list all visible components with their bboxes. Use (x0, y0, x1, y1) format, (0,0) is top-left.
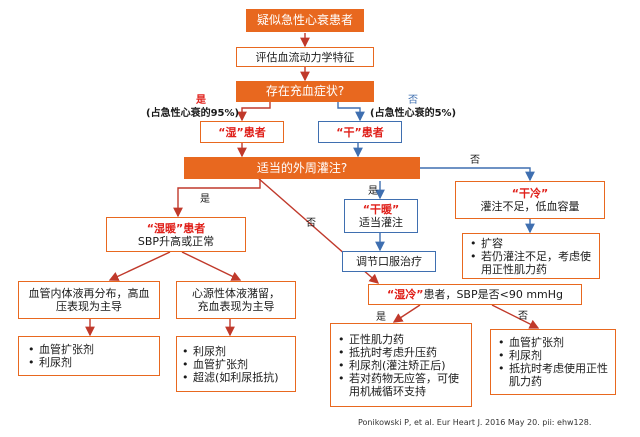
cold-dry-treatment-list: 扩容 若仍灌注不足，考虑使用正性肌力药 (463, 237, 599, 276)
node-congestion-question: 存在充血症状? (236, 81, 374, 102)
node-assess: 评估血流动力学特征 (236, 47, 374, 67)
node-cold-dry-list: 扩容 若仍灌注不足，考虑使用正性肌力药 (462, 233, 600, 279)
list-item: 若仍灌注不足，考虑使用正性肌力药 (470, 250, 599, 276)
label-dry-percent: (占急性心衰的5%) (370, 108, 457, 119)
label-yes-warm-dry: 是 (368, 186, 378, 197)
list-item: 抵抗时考虑使用正性肌力药 (498, 362, 613, 388)
node-vascular: 血管内体液再分布，高血压表现为主导 (18, 281, 160, 319)
list-item: 超滤(如利尿抵抗) (182, 371, 279, 384)
node-warm-wet: “湿暖”患者 SBP升高或正常 (106, 217, 246, 252)
label-wet-percent: (占急性心衰的95%) (146, 108, 240, 119)
list-item: 利尿剂 (182, 345, 279, 358)
normal-sbp-treatment-list: 血管扩张剂 利尿剂 抵抗时考虑使用正性肌力药 (491, 336, 613, 388)
dry-word: “干” (336, 125, 362, 139)
label-no-cold-wet: 否 (306, 218, 316, 229)
node-suspect: 疑似急性心衰患者 (246, 9, 364, 32)
cold-wet-tail: 患者，SBP是否<90 mmHg (423, 288, 564, 301)
node-adjust-oral: 调节口服治疗 (342, 251, 436, 272)
wet-tail: 患者 (243, 125, 266, 139)
list-item: 抵抗时考虑升压药 (338, 346, 469, 359)
node-perfusion-question: 适当的外周灌注? (184, 157, 420, 179)
arrow-perfusion-warmwet (173, 178, 261, 218)
warm-wet-title: “湿暖” (146, 221, 184, 235)
citation: Ponikowski P, et al. Eur Heart J. 2016 M… (358, 418, 592, 427)
node-cold-dry: “干冷” 灌注不足，低血容量 (455, 181, 605, 219)
cold-wet-word: “湿冷” (386, 288, 424, 301)
low-sbp-treatment-list: 正性肌力药 抵抗时考虑升压药 利尿剂(灌注矫正后) 若对药物无应答，可使用机械循… (331, 333, 469, 398)
label-no-normal-sbp: 否 (518, 311, 528, 322)
list-item: 正性肌力药 (338, 333, 469, 346)
warm-dry-title: “干暖” (362, 203, 400, 216)
warm-wet-title-tail: 患者 (183, 221, 206, 235)
list-item: 血管扩张剂 (28, 343, 94, 356)
list-item: 利尿剂 (498, 349, 613, 362)
arrow-warmwet-cardiac (181, 251, 242, 281)
node-dry: “干”患者 (318, 121, 402, 143)
list-item: 若对药物无应答，可使用机械循环支持 (338, 372, 469, 398)
list-item: 利尿剂(灌注矫正后) (338, 359, 469, 372)
cardiac-treatment-list: 利尿剂 血管扩张剂 超滤(如利尿抵抗) (177, 345, 279, 384)
label-yes-warm-wet: 是 (200, 194, 210, 205)
list-item: 血管扩张剂 (182, 358, 279, 371)
vascular-treatment-list: 血管扩张剂 利尿剂 (19, 343, 94, 369)
arrow-congestion-dry (337, 102, 365, 122)
cold-dry-line2: 灌注不足，低血容量 (480, 200, 580, 213)
list-item: 血管扩张剂 (498, 336, 613, 349)
list-item: 扩容 (470, 237, 599, 250)
node-warm-dry: “干暖” 适当灌注 (344, 199, 418, 233)
wet-word: “湿” (218, 125, 244, 139)
list-item: 利尿剂 (28, 356, 94, 369)
node-wet: “湿”患者 (200, 121, 284, 143)
arrow-warmwet-vascular (108, 251, 171, 281)
node-cardiac: 心源性体液潴留，充血表现为主导 (176, 281, 296, 319)
node-cardiac-list: 利尿剂 血管扩张剂 超滤(如利尿抵抗) (176, 336, 296, 392)
dry-tail: 患者 (361, 125, 384, 139)
node-vascular-list: 血管扩张剂 利尿剂 (18, 336, 160, 376)
node-cold-wet: “湿冷”患者，SBP是否<90 mmHg (368, 284, 582, 305)
arrow-perfusion-colddry (420, 167, 535, 182)
label-yes-wet: 是 (196, 95, 206, 106)
warm-dry-line2: 适当灌注 (359, 216, 403, 229)
warm-wet-line2: SBP升高或正常 (137, 234, 215, 248)
node-normal-sbp-list: 血管扩张剂 利尿剂 抵抗时考虑使用正性肌力药 (490, 329, 616, 395)
label-no-dry: 否 (408, 95, 418, 106)
node-low-sbp-list: 正性肌力药 抵抗时考虑升压药 利尿剂(灌注矫正后) 若对药物无应答，可使用机械循… (330, 323, 472, 407)
cold-dry-title: “干冷” (511, 187, 549, 200)
arrow-coldwet-normalsbp (491, 304, 540, 329)
label-no-cold-dry: 否 (470, 155, 480, 166)
arrow-coldwet-lowsbp (392, 304, 421, 323)
label-yes-low-sbp: 是 (376, 312, 386, 323)
arrow-congestion-wet (237, 102, 271, 122)
